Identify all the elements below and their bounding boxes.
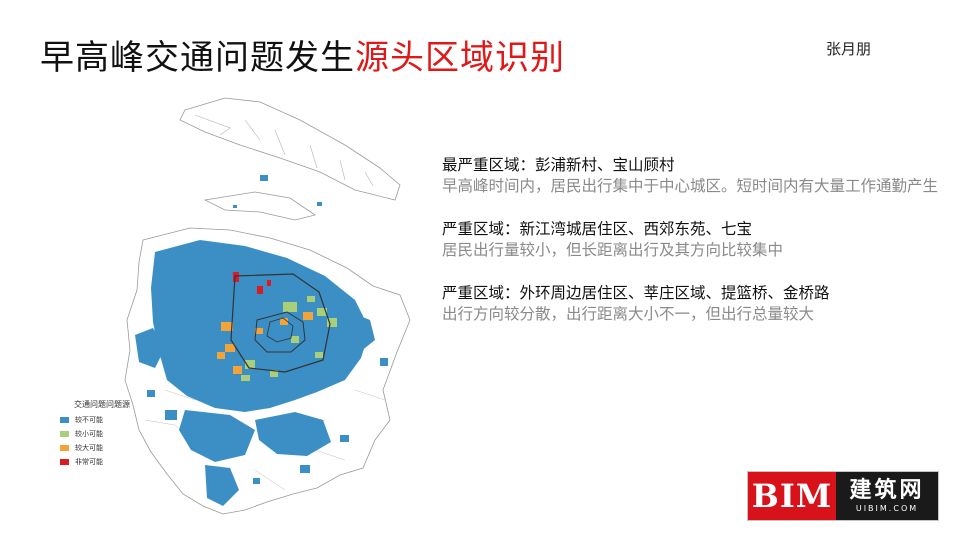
finding-heading: 最严重区域：彭浦新村、宝山顾村 [442, 156, 675, 174]
finding-most-severe: 最严重区域：彭浦新村、宝山顾村 早高峰时间内，居民出行集中于中心城区。短时间内有… [442, 155, 942, 197]
legend-label: 较大可能 [75, 444, 103, 452]
probability-orange [217, 312, 313, 374]
finding-detail: 出行方向较分散，出行距离大小不一，但出行总量较大 [442, 305, 815, 323]
finding-heading: 严重区域：新江湾城居住区、西郊东苑、七宝 [442, 220, 753, 238]
probability-green [241, 296, 337, 381]
finding-detail: 早高峰时间内，居民出行集中于中心城区。短时间内有大量工作通勤产生 [442, 177, 939, 195]
shanghai-map [55, 90, 435, 530]
legend-title: 交通问题问题源 [74, 400, 130, 409]
finding-detail: 居民出行量较小，但长距离出行及其方向比较集中 [442, 241, 784, 259]
slide-title: 早高峰交通问题发生源头区域识别 [40, 36, 565, 80]
ring-roads [230, 273, 331, 373]
legend-item: 非常可能 [60, 455, 130, 469]
logo-name: 建筑网 [849, 478, 925, 503]
legend-label: 较不可能 [75, 416, 103, 424]
finding-heading: 严重区域：外环周边居住区、莘庄区域、提篮桥、金桥路 [442, 284, 830, 302]
probability-red [233, 272, 271, 294]
title-main: 早高峰交通问题发生 [40, 38, 355, 78]
legend-item: 较小可能 [60, 427, 130, 441]
author-name: 张月朋 [826, 40, 872, 58]
finding-severe-2: 严重区域：外环周边居住区、莘庄区域、提篮桥、金桥路 出行方向较分散，出行距离大小… [442, 283, 942, 325]
logo-domain: UIBIM.COM [855, 504, 919, 513]
map-legend: 交通问题问题源 较不可能 较小可能 较大可能 非常可能 [60, 398, 130, 469]
legend-label: 较小可能 [75, 430, 103, 438]
legend-label: 非常可能 [75, 458, 103, 466]
chongming-island [179, 97, 401, 206]
legend-swatch-blue [60, 417, 69, 423]
logo-mark: BIM [748, 472, 836, 520]
title-highlight: 源头区域识别 [355, 38, 565, 78]
legend-item: 较大可能 [60, 441, 130, 455]
logo-text: 建筑网 UIBIM.COM [836, 472, 938, 520]
legend-item: 较不可能 [60, 413, 130, 427]
findings-list: 最严重区域：彭浦新村、宝山顾村 早高峰时间内，居民出行集中于中心城区。短时间内有… [442, 155, 942, 347]
legend-swatch-green [60, 431, 69, 437]
changxing-island [203, 191, 316, 221]
legend-swatch-red [60, 459, 69, 465]
finding-severe-1: 严重区域：新江湾城居住区、西郊东苑、七宝 居民出行量较小，但长距离出行及其方向比… [442, 219, 942, 261]
legend-swatch-orange [60, 445, 69, 451]
bim-logo: BIM 建筑网 UIBIM.COM [748, 472, 938, 520]
probability-blue [135, 240, 388, 506]
